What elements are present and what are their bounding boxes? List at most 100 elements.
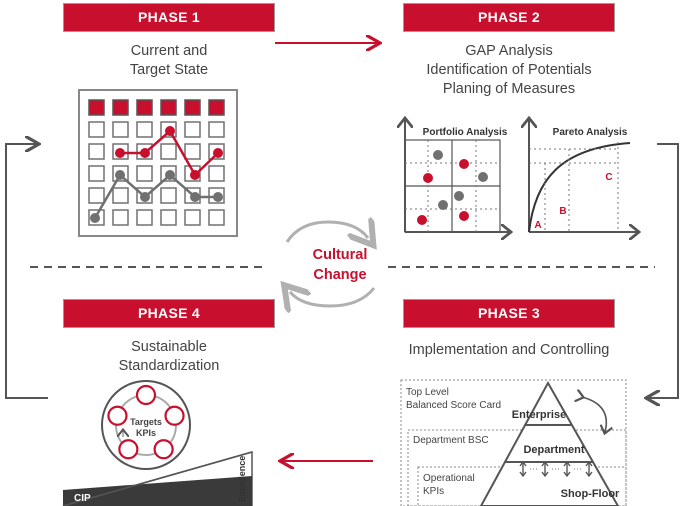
grid-cell (160, 187, 177, 204)
red-line-dot (140, 148, 150, 158)
pareto-label-b: B (559, 206, 566, 217)
grid-header-cell (208, 99, 225, 116)
portfolio-dot-red (459, 211, 469, 221)
pareto-title: Pareto Analysis (553, 127, 628, 138)
phase-1-header: PHASE 1 (63, 3, 275, 32)
gray-line-dot (140, 192, 150, 202)
grid-cell (88, 165, 105, 182)
grid-cell (88, 121, 105, 138)
portfolio-dot-gray (478, 172, 488, 182)
grid-header-cell (88, 99, 105, 116)
grid-cell (112, 187, 129, 204)
grid-cell (160, 143, 177, 160)
level-label-bsc: Balanced Score Card (406, 400, 501, 411)
grid-header-cell (136, 99, 153, 116)
grid-cell (208, 209, 225, 226)
kpi-arrow-head (541, 460, 549, 478)
grid-cell (88, 187, 105, 204)
kpi-arrow-head (519, 460, 527, 478)
grid-cell (184, 143, 201, 160)
pareto-label-c: C (605, 172, 612, 183)
pyramid-label-shopfloor: Shop-Floor (561, 488, 620, 500)
phase-3-header: PHASE 3 (403, 299, 615, 328)
phase-3-caption-line: Implementation and Controlling (408, 342, 610, 358)
kpi-arrow-head (563, 460, 571, 478)
grid-cell (112, 209, 129, 226)
wedge-label-cip: CIP (74, 493, 91, 504)
grid-cell (208, 121, 225, 138)
wedge-edge (62, 451, 253, 506)
grid-cell (136, 209, 153, 226)
phase-1-caption-line: Target State (129, 62, 209, 78)
grid-header-cell (184, 99, 201, 116)
cycle-node (118, 439, 139, 460)
cip-wedge-fill (63, 476, 252, 506)
phase-1-caption-line: Current and (130, 43, 208, 59)
grid-cell (184, 209, 201, 226)
phase-3-caption: Implementation and Controlling (393, 341, 625, 360)
phase-2-caption: GAP Analysis Identification of Potential… (393, 42, 625, 99)
pareto-label-a: A (534, 220, 541, 231)
pyramid-link-arrow (582, 397, 606, 432)
portfolio-dot-red (423, 173, 433, 183)
standardization-cycle (107, 384, 185, 460)
portfolio-dot-gray (433, 150, 443, 160)
portfolio-title: Portfolio Analysis (423, 127, 508, 138)
cycle-node (153, 439, 174, 460)
cycle-node (164, 405, 185, 426)
pyramid-label-enterprise: Enterprise (512, 409, 566, 421)
grid-header-cell (112, 99, 129, 116)
phase-4-caption: Sustainable Standardization (63, 338, 275, 376)
level-label-top: Top Level (406, 387, 449, 398)
grid-cell (208, 165, 225, 182)
gray-line-dot (115, 170, 125, 180)
gray-line-dot (165, 170, 175, 180)
level-label-operational: Operational (423, 473, 475, 484)
phase-2-caption-line: Planing of Measures (442, 81, 576, 97)
portfolio-dot-red (417, 215, 427, 225)
grid-cell (136, 121, 153, 138)
cycle-node (107, 405, 128, 426)
grid-cell (136, 165, 153, 182)
portfolio-dot-gray (438, 200, 448, 210)
cycle-arrow-bottom (290, 288, 376, 306)
level-label-department-bsc: Department BSC (413, 435, 489, 446)
gray-line-dot (213, 192, 223, 202)
red-line-dot (165, 126, 175, 136)
pyramid-label-department: Department (523, 444, 584, 456)
phase-2-header: PHASE 2 (403, 3, 615, 32)
cycle-node (135, 384, 157, 406)
level-box-top (400, 379, 627, 506)
cultural-change-line: Change (313, 267, 367, 283)
phase-4-caption-line: Sustainable (131, 339, 207, 355)
cultural-change-label: Cultural Change (285, 245, 395, 285)
grid-cell (160, 209, 177, 226)
gray-line-dot (90, 213, 100, 223)
phase-4-caption-line: Standardization (118, 358, 220, 374)
phase-1-dots (90, 126, 223, 223)
arrow-phase2-to-phase3 (648, 143, 679, 398)
pyramid (479, 380, 620, 506)
phase-1-caption: Current and Target State (63, 42, 275, 80)
cycle-label-kpis: KPIs (136, 428, 156, 438)
phase-2-caption-line: Identification of Potentials (426, 62, 592, 78)
wedge-label-excellence: Excellence (237, 456, 247, 503)
gray-line-dot (190, 192, 200, 202)
phase-4-header: PHASE 4 (63, 299, 275, 328)
pyramid-kpi-arrows (519, 460, 593, 478)
red-line-dot (115, 148, 125, 158)
portfolio-dot-red (459, 159, 469, 169)
level-label-kpis: KPIs (423, 486, 444, 497)
kpi-arrow-head (585, 460, 593, 478)
grid-cell (112, 121, 129, 138)
cycle-label-targets: Targets (130, 417, 162, 427)
pareto-curve (528, 142, 631, 233)
arrow-phase4-to-phase1 (5, 144, 48, 399)
grid-header-cell (160, 99, 177, 116)
phase-2-caption-line: GAP Analysis (465, 43, 553, 59)
red-line-dot (190, 170, 200, 180)
red-line-dot (213, 148, 223, 158)
cultural-change-line: Cultural (312, 247, 368, 263)
portfolio-dot-gray (454, 191, 464, 201)
